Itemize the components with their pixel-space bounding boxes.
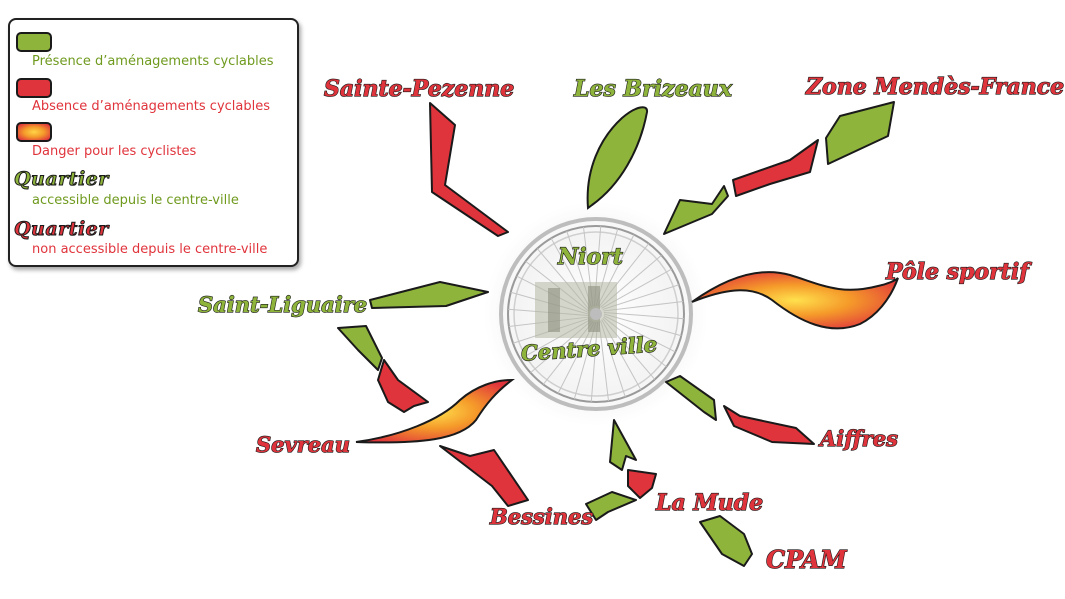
route-la-mude-green: [609, 419, 637, 471]
legend-text-green: Présence d’aménagements cyclables: [32, 54, 274, 69]
route-zone-mendes-1: [663, 185, 729, 235]
label-sainte-pezenne: Sainte-Pezenne: [324, 76, 514, 102]
route-saint-liguaire-3: [377, 359, 429, 413]
route-bessines: [439, 445, 529, 507]
label-la-mude: La Mude: [655, 490, 763, 516]
wheel-icon: [484, 202, 708, 426]
label-aiffres: Aiffres: [818, 426, 898, 451]
green-swatch: [16, 32, 52, 52]
route-aiffres-green: [665, 375, 717, 421]
route-zone-mendes-2: [732, 139, 819, 197]
danger-swatch: [16, 122, 52, 142]
route-pole-sportif: [691, 271, 899, 330]
route-sevreau: [355, 378, 516, 444]
label-bessines: Bessines: [489, 504, 593, 529]
route-saint-liguaire-1: [369, 281, 489, 309]
legend-box: Présence d’aménagements cyclables Absenc…: [8, 18, 299, 267]
legend-quartier-accessible-text: accessible depuis le centre-ville: [32, 193, 239, 208]
label-zone-mendes-france: Zone Mendès-France: [805, 74, 1064, 100]
legend-text-red: Absence d’aménagements cyclables: [32, 99, 271, 114]
city-building-image: [535, 282, 617, 338]
legend-quartier-non-accessible-word: Quartier: [14, 218, 109, 241]
label-saint-liguaire: Saint-Liguaire: [198, 292, 367, 317]
center-title: Niort: [557, 244, 623, 270]
route-la-mude-red: [627, 469, 657, 499]
label-cpam: CPAM: [766, 545, 848, 574]
label-pole-sportif: Pôle sportif: [885, 259, 1032, 285]
legend-quartier-non-accessible-text: non accessible depuis le centre-ville: [32, 242, 268, 257]
route-aiffres-red: [723, 405, 815, 445]
label-les-brizeaux: Les Brizeaux: [573, 76, 733, 102]
route-sainte-pezenne: [429, 102, 509, 237]
route-saint-liguaire-2: [337, 325, 383, 371]
legend-text-danger: Danger pour les cyclistes: [32, 144, 197, 159]
legend-item-green: [16, 32, 52, 52]
route-zone-mendes-3: [825, 101, 895, 165]
legend-item-danger: [16, 122, 52, 142]
route-les-brizeaux: [586, 106, 648, 210]
route-bessines-green: [585, 491, 637, 521]
route-cpam: [699, 515, 753, 567]
legend-item-red: [16, 78, 52, 98]
legend-quartier-accessible-word: Quartier: [14, 168, 109, 191]
label-sevreau: Sevreau: [256, 432, 350, 457]
wheel-spoke: [603, 311, 684, 320]
red-swatch: [16, 78, 52, 98]
